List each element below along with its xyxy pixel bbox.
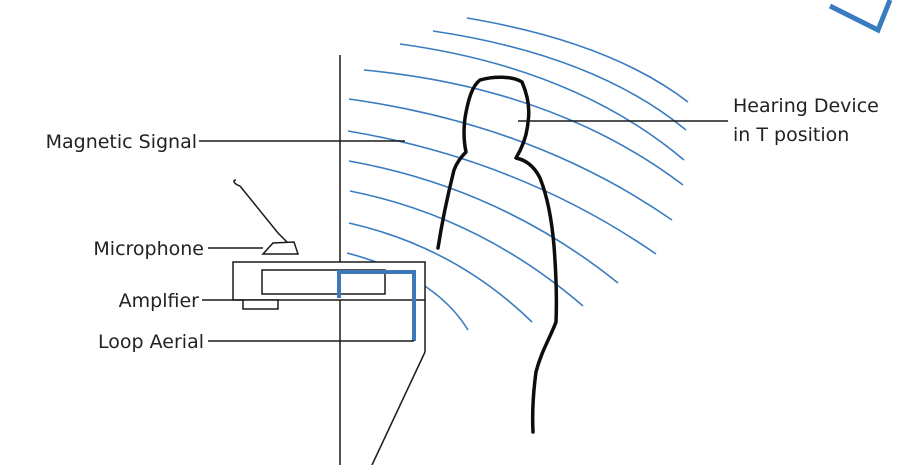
wave-arc-9 bbox=[348, 222, 533, 323]
hearing-device-label-line2: in T position bbox=[733, 124, 849, 146]
person-silhouette bbox=[436, 75, 559, 434]
hearing-device-label-line1: Hearing Device bbox=[733, 95, 879, 117]
wave-arc-1 bbox=[466, 17, 689, 103]
wave-arc-7 bbox=[348, 160, 619, 284]
microphone-label: Microphone bbox=[93, 238, 204, 260]
loop-aerial-label: Loop Aerial bbox=[98, 331, 204, 353]
corner-shape bbox=[828, 0, 893, 34]
wave-arc-6 bbox=[347, 130, 657, 255]
wave-arc-2 bbox=[432, 30, 687, 131]
lectern-outline bbox=[371, 300, 426, 466]
amplifier-unit bbox=[232, 261, 426, 310]
microphone-icon bbox=[233, 179, 300, 255]
amplifier-label: Amplfier bbox=[119, 290, 200, 312]
wave-arc-4 bbox=[363, 69, 684, 186]
magnetic-signal-label: Magnetic Signal bbox=[46, 131, 197, 153]
loop-aerial-wire bbox=[337, 270, 416, 341]
wave-arc-3 bbox=[399, 43, 685, 161]
